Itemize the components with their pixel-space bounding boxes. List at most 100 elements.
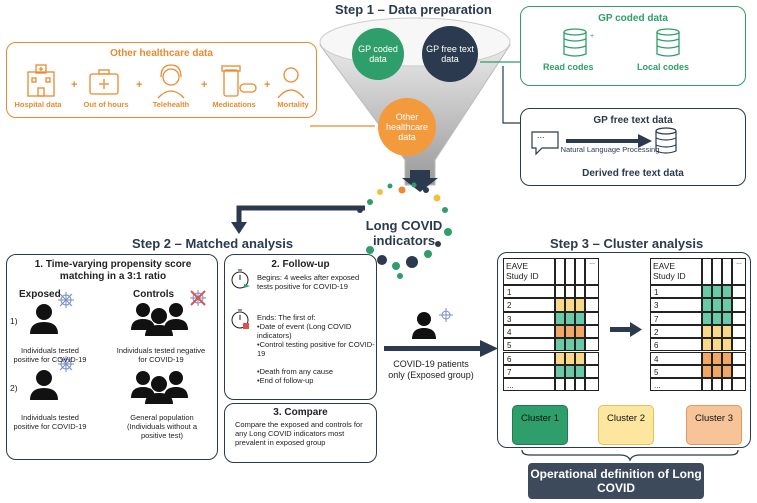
controls-label-1: Individuals tested negative for COVID-19 [116,346,206,364]
healthcare-icons: + + + + [27,64,305,99]
indicators-dots [357,182,452,279]
right-table-row-id: 7 [650,311,702,325]
left-table-cell [555,378,565,392]
exposed-label-1: Individuals tested positive for COVID-19 [13,346,87,364]
left-table-cell [585,378,599,392]
right-table-row-id: 2 [650,324,702,339]
left-table-cell [585,324,599,339]
gp-coded-plus: + [590,33,595,40]
right-table-cell [712,324,722,339]
left-table-cell [575,351,585,365]
right-table-cell [702,378,712,392]
left-table-cell [575,364,585,379]
followup-item-1: •Date of event (Long COVID indicators) [257,322,352,340]
right-table-cell [702,285,712,299]
derived-free-text-label: Derived free text data [582,168,684,179]
right-table-row-id: 3 [650,298,702,312]
gp-coded-box: GP coded data [520,6,746,86]
medications-icon [221,65,257,97]
right-table-cell [712,364,722,379]
right-table-row-id: 4 [650,351,702,365]
left-table-cell [565,364,575,379]
right-table-cell [722,311,732,325]
other-healthcare-circle-label: Other healthcare data [385,112,429,142]
row1-number: 1) [10,316,18,326]
left-table-row-id: 2 [503,298,555,312]
left-table-cell [575,285,585,299]
left-table-cell [565,285,575,299]
gp-free-circle-label: GP free text data [426,44,474,64]
left-table-cell [565,311,575,325]
nlp-label: Natural Language Processing [560,145,660,154]
other-healthcare-box: Other healthcare data [6,42,317,118]
controls-label-2: General population (Individuals without … [126,413,198,440]
right-table-row-id: 5 [650,364,702,379]
right-table-header-col [702,258,712,285]
patient-person-icon [412,312,436,339]
telehealth-label: Telehealth [152,100,190,109]
speech-bubble-dots: ... [537,130,545,140]
cluster-box [497,252,751,448]
plus-sign-4: + [264,79,270,91]
mortality-icon [277,67,305,99]
gp-free-text-box: GP free text data [520,108,746,186]
controls-heading: Controls [133,289,175,300]
left-table-cell [555,338,565,352]
right-table-cell [722,298,732,312]
brace [521,449,739,462]
left-table-header-col: ... [585,258,599,285]
people-icons [30,290,206,404]
controls-group-icon-1 [131,303,188,336]
left-table-cell [555,298,565,312]
operational-definition-box: Operational definition of Long COVID [528,463,704,499]
medications-label: Medications [212,100,256,109]
nlp-icons [531,127,677,156]
left-table-header: EAVE Study ID [503,258,555,285]
stopwatch-end-icon [231,309,249,329]
left-table-cell [585,285,599,299]
gp-coded-box-title: GP coded data [598,13,668,24]
telehealth-icon [157,64,185,99]
followup-ends: Ends: The first of: [257,313,316,322]
right-table-cell [702,324,712,339]
free-text-database-icon [655,127,677,154]
left-table-cell [585,338,599,352]
right-table-cell [702,351,712,365]
right-table-cell [722,338,732,352]
row2-number: 2) [10,383,18,393]
left-table-row-id: ... [503,378,555,392]
left-table-cell [565,338,575,352]
funnel-arrow [402,170,438,192]
left-table-cell [565,298,575,312]
patients-arrow [384,308,498,357]
right-table-cell [712,351,722,365]
right-table-cell [702,311,712,325]
step2-title: Step 2 – Matched analysis [132,236,294,251]
plus-sign-3: + [201,79,207,91]
exposed-person-icon-1 [30,304,58,334]
gp-coded-circle: GP coded data [352,28,404,80]
left-table-row-id: 3 [503,311,555,325]
left-table-cell [585,364,599,379]
gp-free-circle: GP free text data [422,26,478,82]
medical-case-icon [89,69,119,95]
exposed-heading: Exposed [19,289,61,300]
left-table-cell [555,364,565,379]
followup-box: 2. Follow-up Begins: 4 weeks after expos… [224,254,377,400]
exposed-label-2: Individuals tested positive for COVID-19 [13,413,87,431]
patient-virus-icon [439,308,453,322]
right-table-cell [712,338,722,352]
operational-definition-label: Operational definition of Long COVID [530,467,702,495]
right-table-cell [732,378,746,392]
compare-text: Compare the exposed and controls for any… [235,420,363,447]
local-codes-label: Local codes [637,62,690,72]
left-table-cell [565,378,575,392]
right-table-header: EAVE Study ID [650,258,702,285]
matching-box: 1. Time-varying propensity score matchin… [6,254,218,460]
cluster-2-label: Cluster 2 [606,413,645,424]
long-covid-indicators-label: Long COVID indicators [365,218,443,248]
gp-free-text-box-title: GP free text data [593,115,673,126]
right-table-row-id: 1 [650,285,702,299]
hospital-icon [27,64,55,97]
exposed-person-icon-2 [30,370,58,400]
